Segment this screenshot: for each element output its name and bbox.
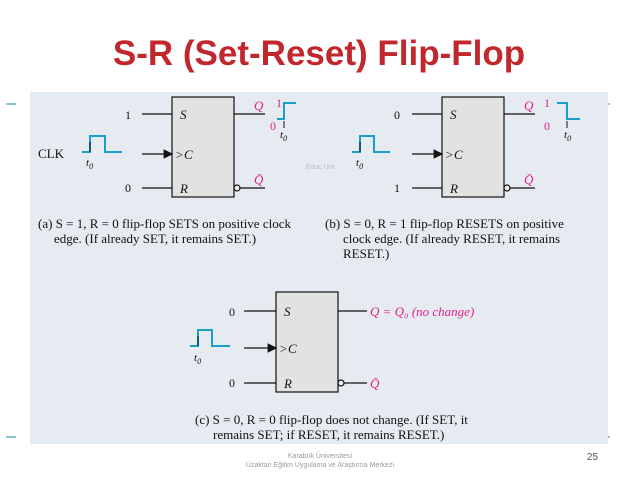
ff-b-s-pin: S xyxy=(450,107,457,122)
ff-c-clk-pin: > xyxy=(279,341,288,356)
ff-c-qbar-label: Q̄ xyxy=(370,376,380,391)
flip-flop-b: 0 1 S > C R Q Q̄ 1 0 t0 t0 xyxy=(352,96,580,198)
caption-c: (c) S = 0, R = 0 flip-flop does not chan… xyxy=(195,412,575,442)
ff-a-s-pin: S xyxy=(180,107,187,122)
ff-b-clk-t0: t0 xyxy=(356,157,363,171)
flip-flop-c: 0 0 S > C R Q = Q₀ (no change) Q̄ t0 xyxy=(190,291,474,393)
ff-a-q-low: 0 xyxy=(270,119,276,133)
ff-b-q-high: 1 xyxy=(544,96,550,110)
slide-title: S-R (Set-Reset) Flip-Flop xyxy=(112,34,526,73)
ff-a-q-t0: t0 xyxy=(280,129,287,143)
ff-a-r-pin: R xyxy=(179,181,188,196)
caption-b-line3: RESET.) xyxy=(343,246,390,261)
ff-a-q-high: 1 xyxy=(276,96,282,110)
caption-b-line1: (b) S = 0, R = 1 flip-flop RESETS on pos… xyxy=(325,216,564,231)
ff-c-clk-t0: t0 xyxy=(194,352,201,366)
ff-b-r-input: 1 xyxy=(394,181,400,195)
ff-b-q-low: 0 xyxy=(544,119,550,133)
flip-flop-figure: 1 0 S > C R Q Q̄ 1 0 t0 CLK t0 xyxy=(30,92,608,444)
ff-c-q-output: Q = Q₀ (no change) xyxy=(370,304,474,319)
ff-c-s-pin: S xyxy=(284,304,291,319)
ff-c-r-pin: R xyxy=(283,376,292,391)
ff-c-clock-waveform xyxy=(190,329,230,347)
caption-b-line2: clock edge. (If already RESET, it remain… xyxy=(343,231,561,246)
ff-b-c-pin: C xyxy=(454,147,463,162)
footer-institution: Karabük Üniversitesi Uzaktan Eğitim Uygu… xyxy=(200,452,440,470)
ff-c-r-input: 0 xyxy=(229,376,235,390)
ff-b-qbar-label: Q̄ xyxy=(524,172,534,187)
ff-a-c-pin: C xyxy=(184,147,193,162)
ff-a-clk-pin: > xyxy=(175,147,184,162)
ff-b-r-pin: R xyxy=(449,181,458,196)
left-bottom-marker xyxy=(6,436,16,438)
caption-c-line2: remains SET; if RESET, it remains RESET.… xyxy=(213,427,445,442)
flip-flop-a: 1 0 S > C R Q Q̄ 1 0 t0 CLK t0 xyxy=(38,96,296,198)
clk-label: CLK xyxy=(38,146,65,161)
ff-a-r-input: 0 xyxy=(125,181,131,195)
caption-a-line2: edge. (If already SET, it remains SET.) xyxy=(54,231,257,246)
footer-line2: Uzaktan Eğitim Uygulama ve Araştırma Mer… xyxy=(245,462,395,469)
ff-c-body xyxy=(275,291,339,393)
footer-line1: Karabük Üniversitesi xyxy=(287,453,353,460)
ff-a-q-label: Q xyxy=(254,98,264,113)
ff-a-body xyxy=(171,96,235,198)
ff-b-clock-waveform xyxy=(352,135,390,153)
ff-a-q-waveform xyxy=(277,102,296,120)
caption-a-line1: (a) S = 1, R = 0 flip-flop SETS on posit… xyxy=(38,216,291,231)
ff-c-s-input: 0 xyxy=(229,305,235,319)
ff-b-body xyxy=(441,96,505,198)
flip-flop-diagrams: 1 0 S > C R Q Q̄ 1 0 t0 CLK t0 xyxy=(38,96,580,393)
ff-a-clock-waveform xyxy=(82,135,122,153)
ff-a-qbar-label: Q̄ xyxy=(254,172,264,187)
ff-b-clk-pin: > xyxy=(445,147,454,162)
left-top-marker xyxy=(6,103,16,105)
ff-b-q-waveform xyxy=(557,102,580,120)
page-number: 25 xyxy=(586,452,598,463)
ff-b-s-input: 0 xyxy=(394,108,400,122)
ff-c-c-pin: C xyxy=(288,341,297,356)
caption-a: (a) S = 1, R = 0 flip-flop SETS on posit… xyxy=(38,216,308,246)
ff-b-q-t0: t0 xyxy=(564,129,571,143)
ff-b-q-label: Q xyxy=(524,98,534,113)
ff-a-clk-t0: t0 xyxy=(86,157,93,171)
footer-faint-text: Educ Uni xyxy=(305,164,335,171)
ff-a-s-input: 1 xyxy=(125,108,131,122)
caption-c-line1: (c) S = 0, R = 0 flip-flop does not chan… xyxy=(195,412,468,427)
caption-b: (b) S = 0, R = 1 flip-flop RESETS on pos… xyxy=(325,216,605,261)
